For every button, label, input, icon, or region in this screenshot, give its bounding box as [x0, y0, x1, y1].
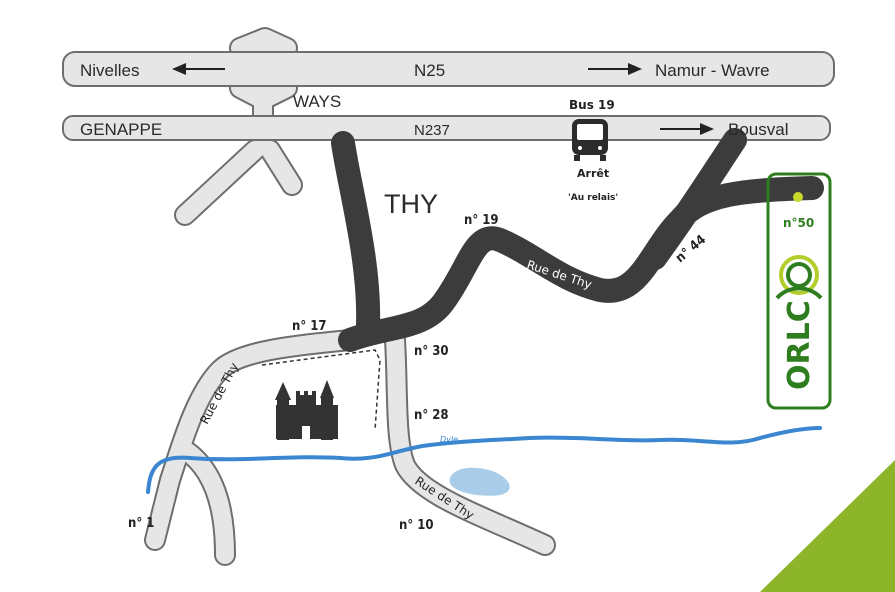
place-thy: THY	[384, 189, 438, 219]
n237-center-label: N237	[414, 122, 450, 139]
corner-accent	[760, 460, 895, 592]
footpath	[261, 349, 381, 431]
house-number-1: n° 1	[128, 516, 154, 531]
house-number-30: n° 30	[414, 344, 449, 359]
orlc-logo: n°50 ORLC	[766, 172, 832, 410]
arrow-right-icon	[588, 63, 642, 75]
river-dyle	[146, 426, 822, 494]
n237-right-label: Bousval	[728, 120, 788, 139]
bus-line-label: Bus 19	[569, 98, 615, 112]
arrow-right-icon	[660, 123, 714, 135]
n25-center-label: N25	[414, 61, 445, 80]
bus-icon	[572, 119, 608, 161]
house-number-17: n° 17	[292, 319, 327, 334]
pond	[449, 467, 510, 496]
bus-stop-label: Arrêt	[577, 167, 609, 180]
castle-icon	[275, 380, 338, 440]
bus-stop-name: 'Au relais'	[568, 193, 618, 203]
place-ways: WAYS	[293, 92, 341, 111]
arrow-left-icon	[172, 63, 225, 75]
logo-wordmark: ORLC	[782, 300, 817, 390]
n25-right-label: Namur - Wavre	[655, 61, 770, 80]
house-number-28: n° 28	[414, 408, 449, 423]
road-n25	[62, 51, 835, 87]
house-number-19: n° 19	[464, 213, 499, 228]
house-number-10: n° 10	[399, 518, 434, 533]
n25-left-label: Nivelles	[80, 61, 140, 80]
house-number-50: n°50	[783, 216, 814, 230]
destination-dot-icon	[793, 192, 803, 202]
route-to-destination	[331, 128, 824, 352]
river-label: Dyle	[440, 435, 458, 444]
road-n237	[62, 115, 831, 141]
secondary-roads	[144, 27, 556, 566]
n237-left-label: GENAPPE	[80, 120, 162, 139]
